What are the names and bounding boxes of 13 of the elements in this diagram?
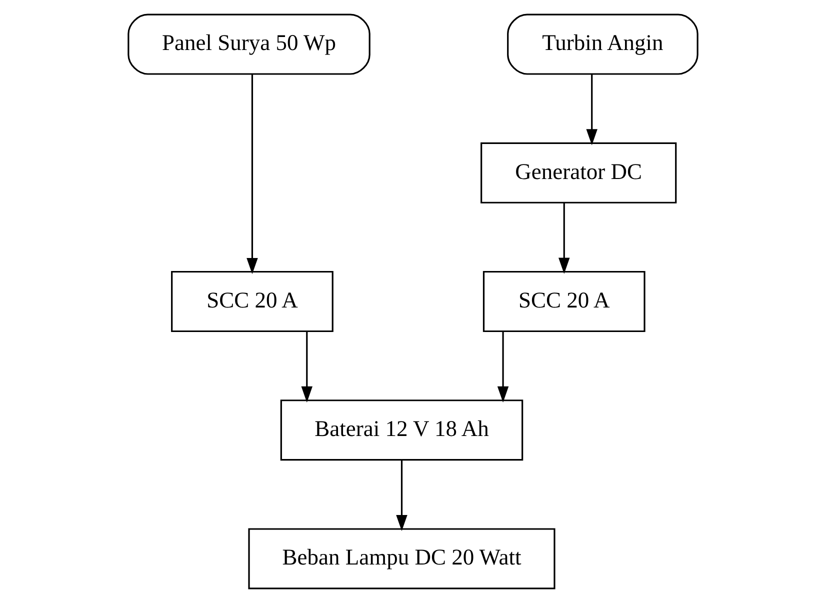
- node-box: Panel Surya 50 Wp: [127, 14, 370, 75]
- arrow: [246, 74, 258, 274]
- arrow: [558, 202, 570, 274]
- node-box: Baterai 12 V 18 Ah: [280, 400, 523, 461]
- arrow: [396, 460, 407, 532]
- node-box: Beban Lampu DC 20 Watt: [248, 528, 555, 590]
- node-box: SCC 20 A: [482, 270, 645, 332]
- node-box: SCC 20 A: [170, 270, 333, 332]
- arrow: [300, 331, 312, 402]
- node-box: Turbin Angin: [506, 14, 698, 75]
- arrow: [496, 331, 508, 402]
- node-box: Generator DC: [480, 142, 676, 204]
- arrow: [586, 74, 597, 146]
